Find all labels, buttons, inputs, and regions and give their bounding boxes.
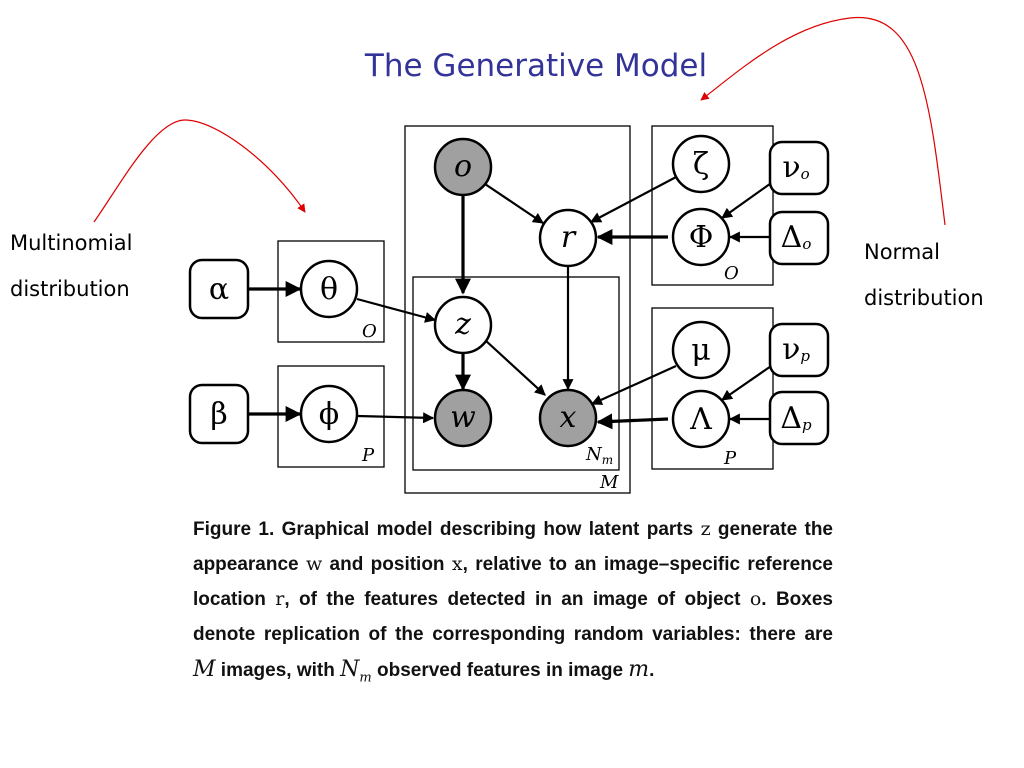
plate-Phi [651, 125, 774, 286]
plate-inner-N [412, 276, 620, 471]
left-annotation-line2: distribution [10, 277, 130, 301]
node-Delta-p-label: Δp [780, 401, 812, 436]
node-phi-circle [299, 384, 359, 444]
left-annotation-arrow [93, 119, 306, 223]
edge-phi-w [356, 412, 435, 424]
node-mu-label: μ [691, 333, 711, 368]
node-mu-circle [671, 320, 731, 380]
plate-label-inner: Nm [585, 444, 613, 467]
node-zeta-circle [671, 134, 731, 194]
node-Phi-circle [671, 207, 731, 267]
plate-label-theta: O [362, 321, 377, 342]
node-phi-label: ϕ [319, 397, 339, 432]
edge-z-x [484, 339, 546, 396]
node-r-label: r [561, 220, 577, 255]
plate-label-outer: M [599, 472, 619, 493]
edge-o-r [484, 183, 544, 224]
node-theta-label: θ [320, 272, 338, 307]
plate-label-phi: P [361, 445, 375, 466]
node-r-circle [538, 208, 598, 268]
node-zeta-label: ζ [693, 147, 709, 182]
node-nu-o-box [768, 140, 830, 196]
right-annotation: Normal distribution [864, 229, 984, 321]
right-annotation-line1: Normal [864, 240, 940, 264]
edge-nup-Lambda [721, 363, 775, 401]
node-o-circle [433, 137, 493, 197]
node-theta-circle [299, 259, 359, 319]
plate-theta [277, 240, 385, 343]
node-Lambda-circle [671, 389, 731, 449]
node-Delta-p-box [768, 390, 830, 446]
plate-label-Lambda: P [723, 448, 737, 469]
figure-caption: Figure 1. Graphical model describing how… [193, 518, 833, 686]
node-Lambda-label: Λ [689, 402, 712, 437]
node-beta-box [188, 383, 250, 445]
node-z-circle [433, 295, 493, 355]
edge-mu-x [590, 364, 677, 406]
left-annotation: Multinomial distribution [10, 220, 132, 312]
node-Delta-o-label: Δo [781, 220, 812, 255]
node-x-label: x [560, 400, 577, 435]
plate-label-Phi: O [724, 263, 739, 284]
node-nu-o-label: νo [782, 150, 809, 185]
node-o-label: o [454, 149, 472, 184]
edge-nuo-Phi [721, 180, 775, 219]
node-w-label: w [450, 400, 476, 435]
node-Delta-o-box [768, 210, 830, 266]
node-w-circle [433, 388, 493, 448]
node-alpha-label: α [209, 272, 229, 307]
edge-Lambda-x [596, 413, 669, 430]
slide-title: The Generative Model [364, 48, 708, 84]
edge-theta-z [356, 297, 437, 323]
node-nu-p-box [768, 322, 830, 378]
node-x-circle [538, 388, 598, 448]
node-Phi-label: Φ [689, 220, 714, 255]
left-annotation-line1: Multinomial [10, 231, 133, 255]
node-z-label: z [454, 307, 471, 342]
plate-Lambda [651, 307, 774, 470]
node-beta-label: β [210, 397, 227, 432]
plate-outer-M [404, 125, 631, 494]
right-annotation-arrow [700, 16, 946, 226]
node-alpha-box [188, 258, 250, 320]
right-annotation-line2: distribution [864, 286, 984, 310]
edge-zeta-r [590, 175, 679, 223]
node-nu-p-label: νp [782, 332, 810, 367]
